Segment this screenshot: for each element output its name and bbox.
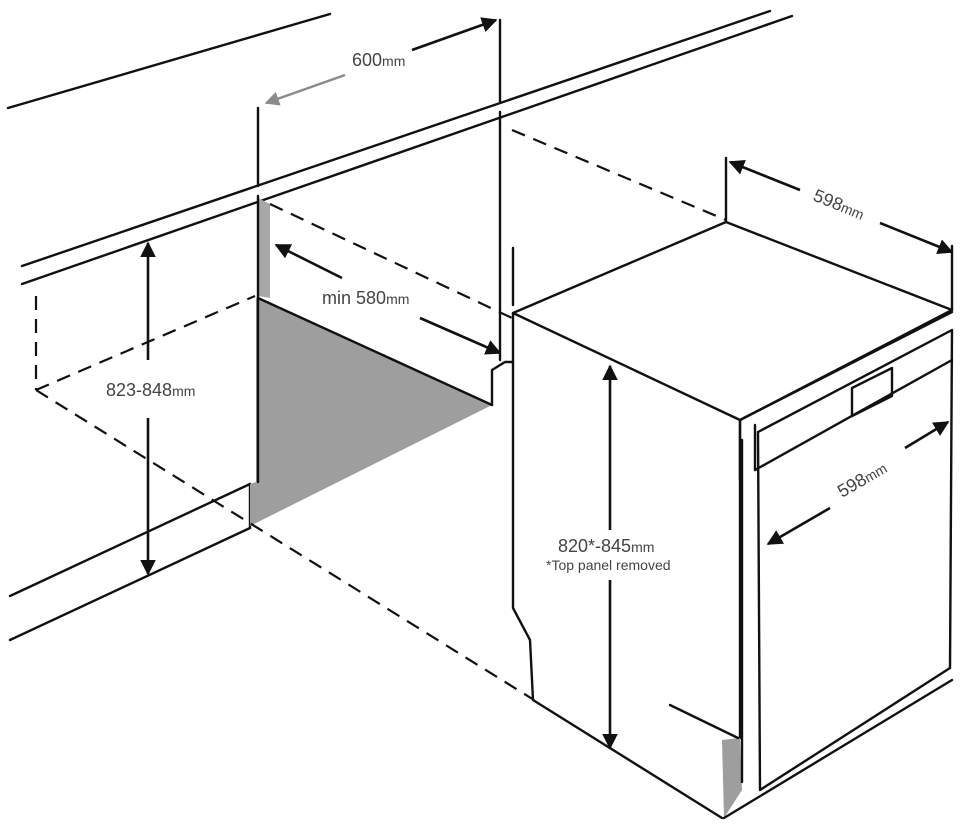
wall-top-line: [6, 12, 332, 110]
dishwasher: [511, 220, 954, 820]
label-appliance-width: 598mm: [834, 457, 890, 501]
display-window: [850, 366, 894, 418]
arrow-598-width-up: [904, 420, 950, 450]
appliance-base-shade: [722, 738, 742, 818]
arrow-580-right: [419, 316, 502, 355]
plinth-line-left: [8, 526, 252, 642]
arrow-598-width-down: [766, 506, 831, 546]
arrow-580-left: [274, 243, 343, 280]
label-cabinet-depth: 600mm: [352, 50, 405, 70]
control-strip-top: [738, 310, 954, 422]
dashed-top-right: [511, 128, 727, 222]
kitchen-niche: [6, 9, 794, 701]
niche-floor-shade: [250, 298, 492, 526]
label-niche-height: 823-848mm: [106, 380, 195, 400]
niche-side-shade: [258, 198, 270, 298]
label-appliance-height: 820*-845mm: [558, 536, 654, 556]
plinth-line-left-2: [8, 482, 252, 598]
label-appliance-depth: 598mm: [811, 185, 868, 224]
door-panel: [756, 328, 954, 792]
label-top-panel-note: *Top panel removed: [546, 557, 671, 573]
arrow-600-right: [411, 17, 498, 52]
worktop-front-edge: [20, 14, 794, 286]
niche-floor-back-edge: [256, 296, 494, 407]
kick-line: [668, 703, 740, 740]
appliance-top: [511, 220, 954, 422]
appliance-bottom-right: [722, 678, 954, 820]
label-niche-depth: min 580mm: [322, 288, 409, 308]
dashed-floor-front: [35, 389, 535, 701]
arrow-600-left: [264, 73, 346, 106]
worktop-back-edge: [20, 9, 772, 268]
dimension-arrows: [140, 17, 954, 750]
arrow-598-depth-right: [879, 221, 954, 254]
notch: [490, 360, 515, 407]
appliance-left-side: [511, 311, 724, 820]
dashed-left-upper: [35, 294, 256, 392]
arrow-598-depth-left: [728, 159, 801, 192]
